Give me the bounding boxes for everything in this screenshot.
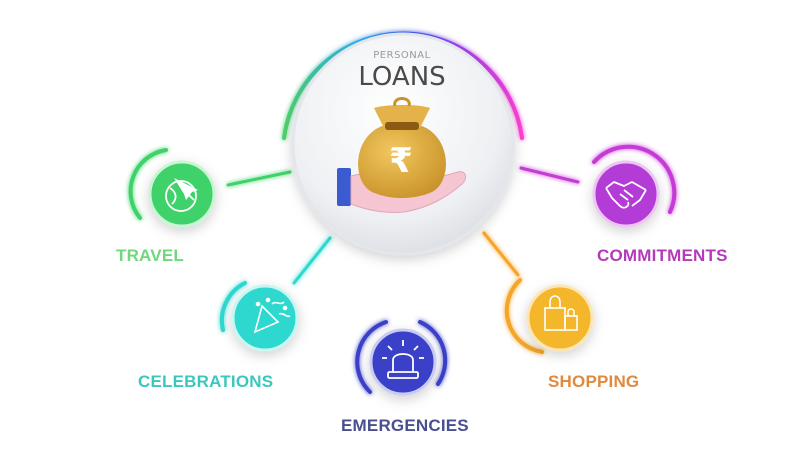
shopping-bag-icon	[544, 295, 578, 331]
shopping-node[interactable]	[504, 278, 594, 354]
emergencies-circle	[369, 328, 437, 396]
travel-node[interactable]	[128, 148, 216, 228]
travel-circle	[148, 160, 216, 228]
celebrations-ring	[219, 281, 247, 332]
emergencies-node[interactable]	[355, 320, 448, 396]
center-title: LOANS	[358, 62, 446, 92]
handshake-icon	[605, 181, 647, 209]
party-popper-icon	[253, 297, 291, 334]
connector-shopping	[482, 231, 520, 277]
travel-ring	[128, 148, 168, 220]
celebrations-circle	[231, 284, 299, 352]
celebrations-label: CELEBRATIONS	[138, 372, 274, 391]
connector-commitments	[519, 166, 580, 184]
money-bag-in-hand-icon	[337, 97, 466, 213]
connector-lines	[226, 166, 580, 312]
shopping-ring	[504, 278, 544, 354]
emergencies-label: EMERGENCIES	[341, 416, 469, 435]
shopping-label: SHOPPING	[548, 372, 640, 391]
emergencies-ring-right	[418, 320, 448, 386]
shopping-circle	[526, 284, 594, 352]
connector-travel	[226, 170, 292, 187]
commitments-ring	[592, 144, 677, 214]
commitments-node[interactable]	[592, 144, 677, 228]
siren-icon	[382, 340, 424, 379]
commitments-label: COMMITMENTS	[597, 246, 728, 265]
emergencies-ring-left	[355, 320, 388, 394]
connector-celebrations	[292, 236, 332, 285]
airplane-globe-icon	[165, 178, 198, 212]
currency-symbol: ₹	[389, 141, 413, 181]
celebrations-node[interactable]	[219, 281, 299, 352]
travel-label: TRAVEL	[116, 246, 184, 265]
commitments-circle	[592, 160, 660, 228]
center-subtitle: PERSONAL	[373, 50, 431, 61]
